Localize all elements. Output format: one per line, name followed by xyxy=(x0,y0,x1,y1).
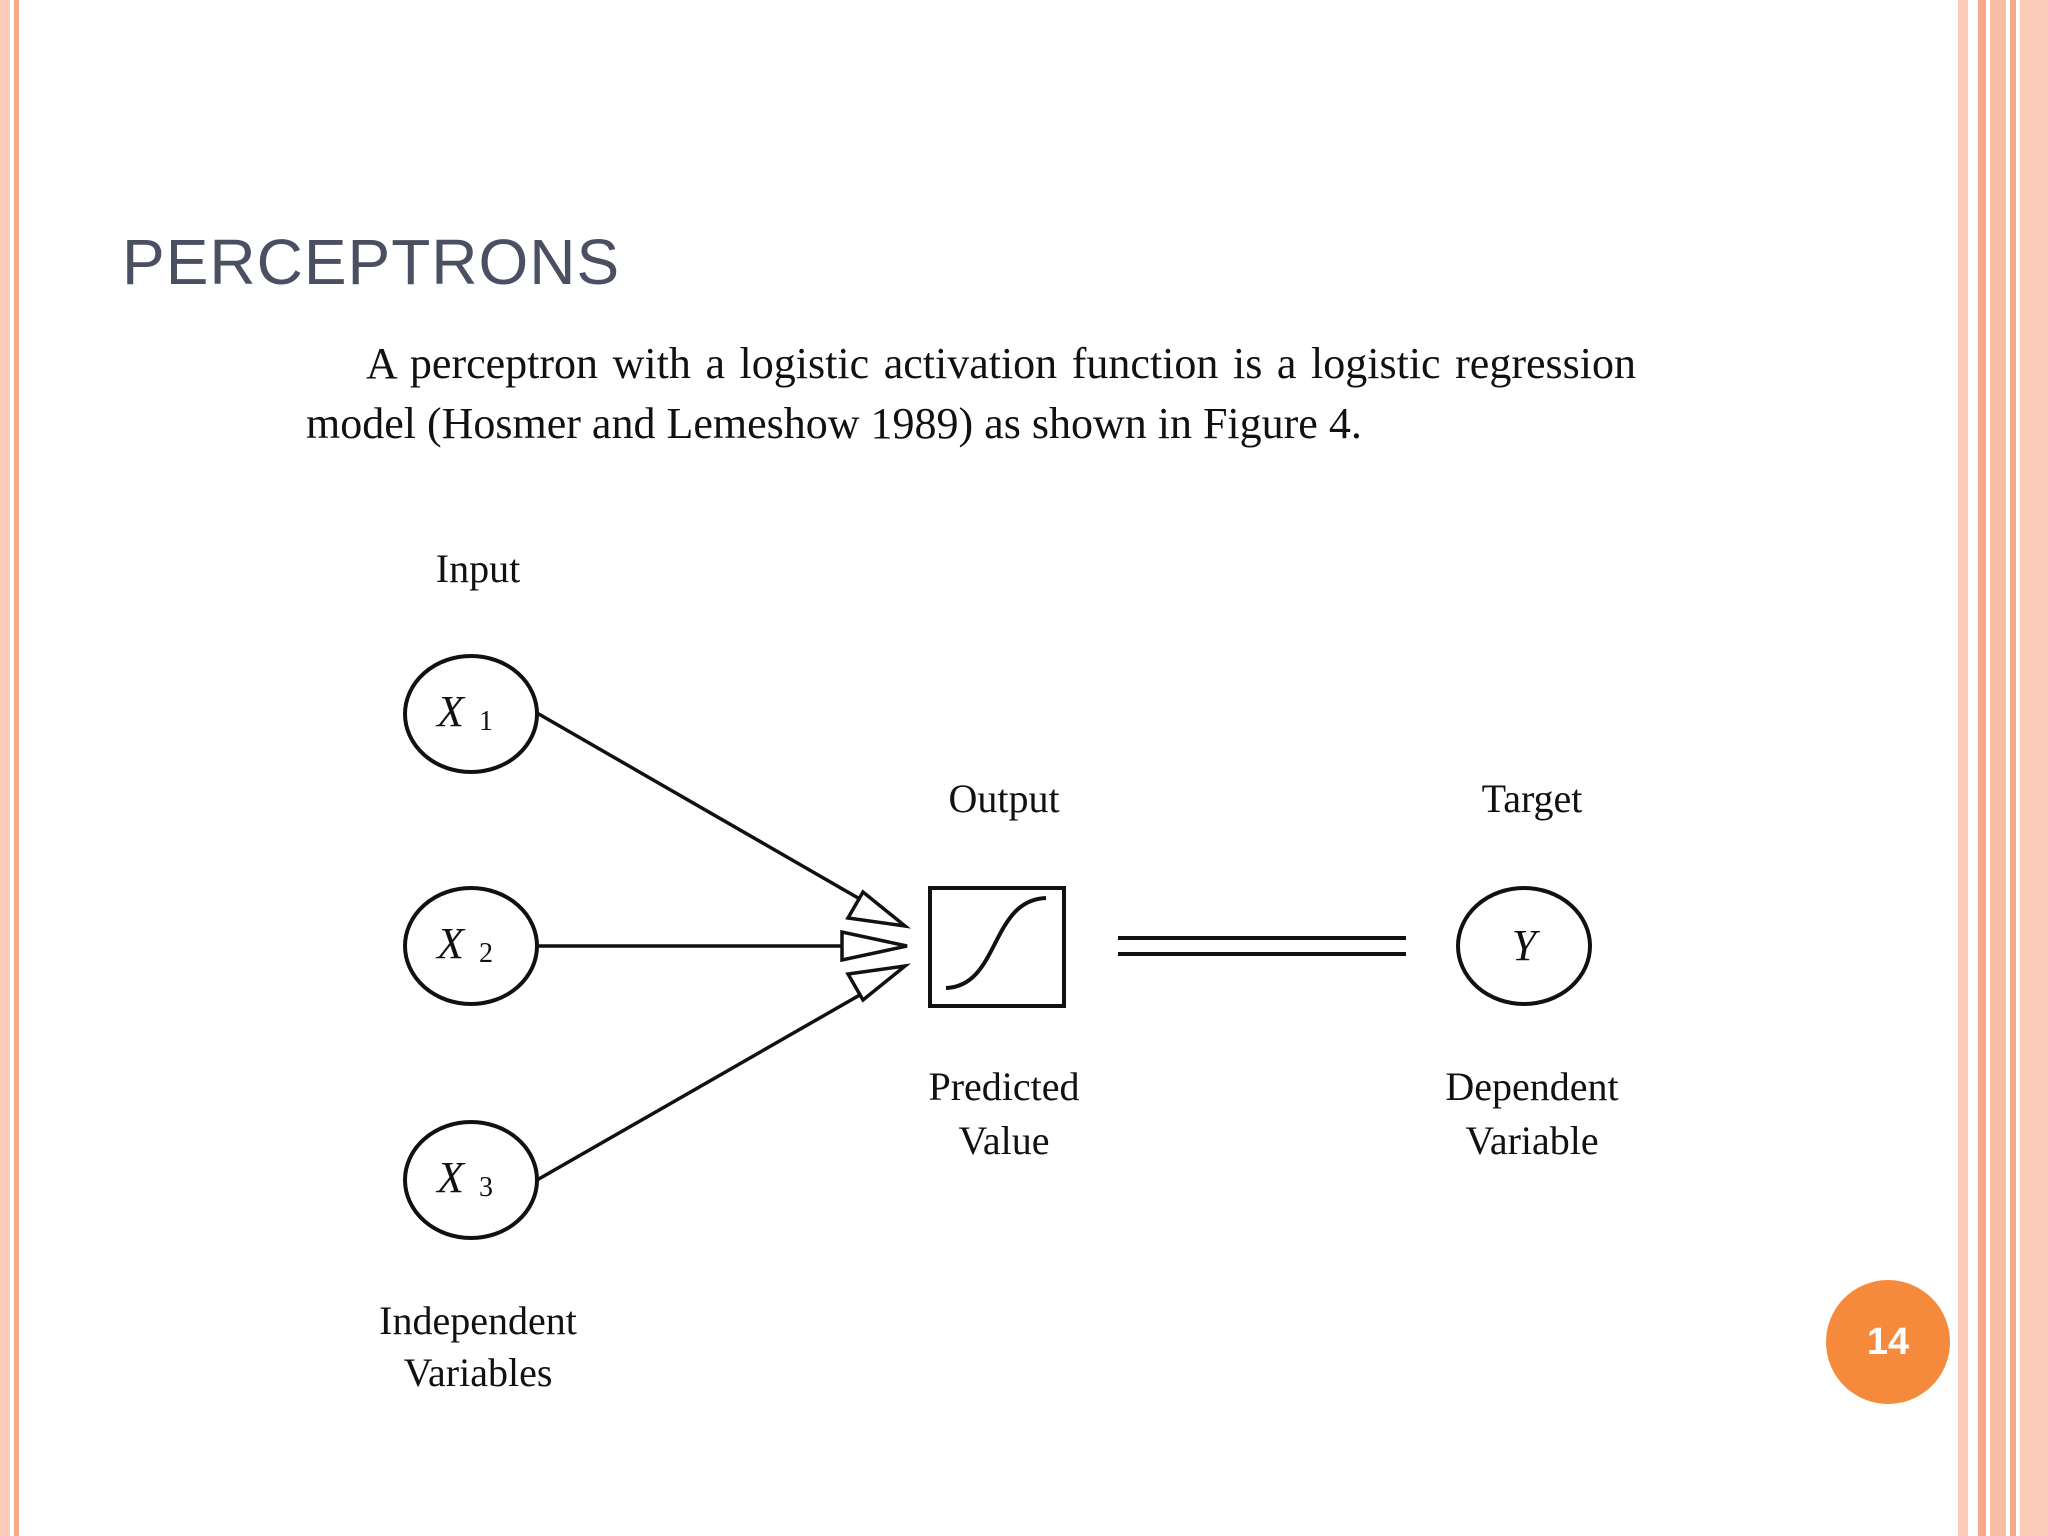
node-y: Y xyxy=(1456,886,1592,1006)
node-x2-var: X xyxy=(435,919,466,968)
right-border-stripe xyxy=(1990,0,2006,1536)
node-y-var: Y xyxy=(1512,921,1541,970)
right-border-stripe xyxy=(2010,0,2016,1536)
sigmoid-icon xyxy=(945,896,1047,990)
dependent-label-line2: Variable xyxy=(1465,1118,1598,1163)
target-label: Target xyxy=(1482,776,1583,821)
right-border-stripe xyxy=(1978,0,1986,1536)
node-x3-var: X xyxy=(435,1153,466,1202)
node-x1-circle xyxy=(403,654,539,774)
node-y-circle xyxy=(1456,886,1592,1006)
edge-x3-output xyxy=(536,963,912,1182)
arrowhead-icon xyxy=(840,929,908,963)
output-label: Output xyxy=(948,776,1059,821)
arrowhead-icon xyxy=(845,889,912,929)
node-x3-circle xyxy=(403,1120,539,1240)
edge-x1-output xyxy=(536,711,912,929)
arrowhead-icon xyxy=(845,963,912,1003)
node-x1: X 1 xyxy=(403,654,539,774)
edge-x2-output xyxy=(537,929,908,963)
node-x2: X 2 xyxy=(403,886,539,1006)
output-node xyxy=(928,886,1066,1008)
dependent-label-line1: Dependent xyxy=(1445,1064,1618,1109)
input-label: Input xyxy=(436,546,520,591)
predicted-label-line1: Predicted xyxy=(928,1064,1079,1109)
right-border-stripe xyxy=(2020,0,2048,1536)
page-number-badge: 14 xyxy=(1826,1280,1950,1404)
node-x1-var: X xyxy=(435,687,466,736)
node-x2-sub: 2 xyxy=(479,938,493,969)
node-x2-circle xyxy=(403,886,539,1006)
right-border-stripe xyxy=(1958,0,1968,1536)
slide-title: PERCEPTRONS xyxy=(122,226,621,298)
body-paragraph: A perceptron with a logistic activation … xyxy=(306,339,1636,448)
left-border-stripe xyxy=(0,0,10,1536)
node-x3: X 3 xyxy=(403,1120,539,1240)
node-x3-sub: 3 xyxy=(479,1172,493,1203)
output-target-connector xyxy=(1118,936,1406,956)
independent-label-line1: Independent xyxy=(379,1298,577,1343)
predicted-label-line2: Value xyxy=(958,1118,1049,1163)
left-border-stripe xyxy=(14,0,19,1536)
node-x1-sub: 1 xyxy=(479,706,493,737)
independent-label-line2: Variables xyxy=(404,1350,553,1395)
